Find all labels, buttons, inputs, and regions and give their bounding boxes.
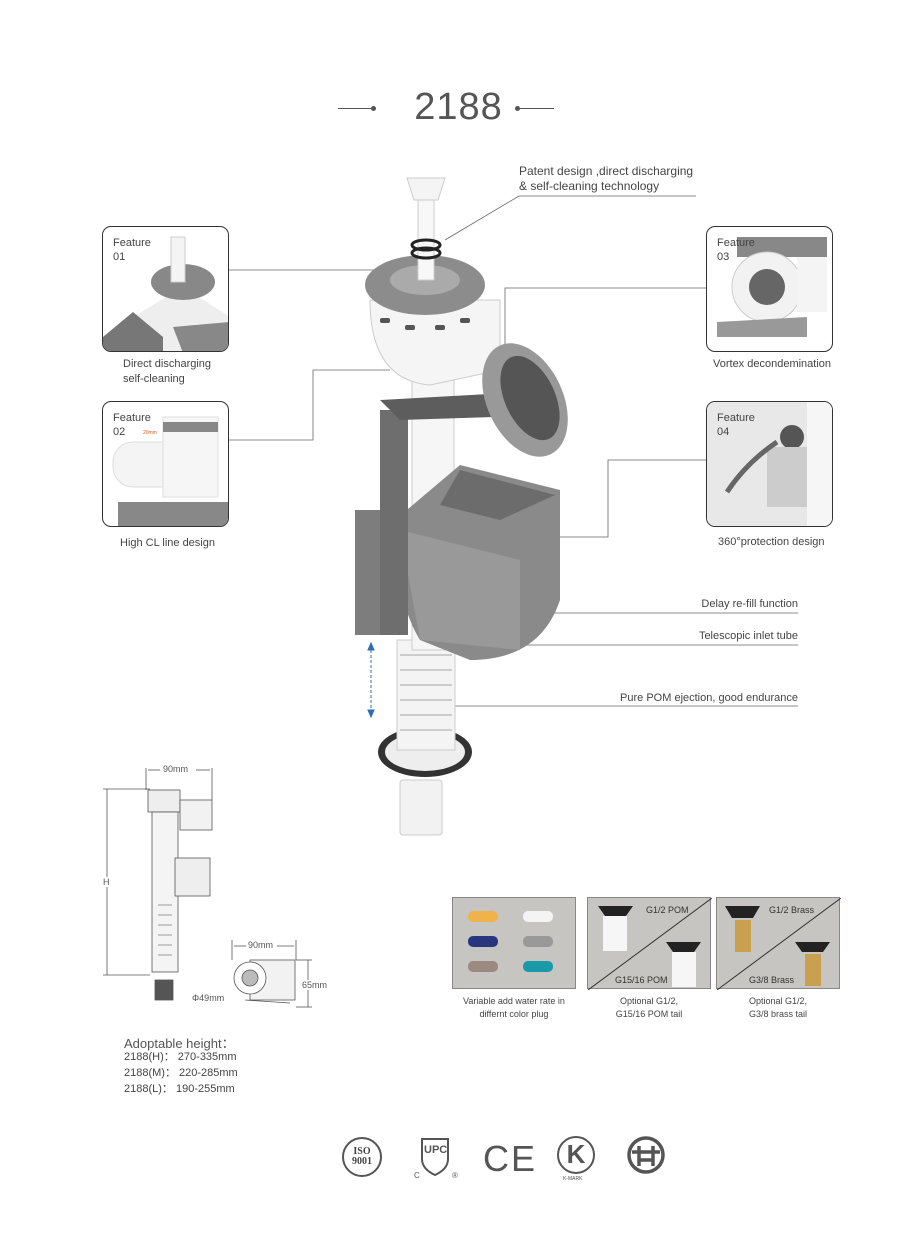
feature-01-image [103,236,228,351]
telescopic-arrow [367,641,375,719]
option-brass-tail: G1/2 Brass G3/8 Brass [716,897,841,990]
feature-02-caption: High CL line design [120,537,215,549]
color-plugs-image [468,911,553,972]
option-label-top: G1/2 POM [646,905,689,915]
title-decoration [338,108,374,109]
pom-tail-image [588,898,712,990]
callout-pom-ejection: Pure POM ejection, good endurance [620,692,798,704]
callout-line-2: & self-cleaning technology [519,179,660,193]
k-mark-logo: K K-MARK [557,1136,595,1182]
fill-valve [355,177,568,836]
dim-depth: 65mm [302,980,328,990]
title-decoration [518,108,554,109]
callout-delay-refill: Delay re-fill function [701,598,798,610]
option-label-bottom: G15/16 POM [615,975,668,985]
feature-label: Feature [113,237,151,249]
feature-04-caption: 360°protection design [718,536,825,548]
dim-diameter: Φ49mm [192,993,225,1003]
feature-number: 03 [717,251,730,263]
option-label-top: G1/2 Brass [769,905,815,915]
option-pom-tail: G1/2 POM G15/16 POM [587,897,712,990]
feature-04-card: Feature 04 [706,401,833,527]
page-title: 2188 [414,86,503,128]
feature-03-card: Feature 03 [706,226,833,352]
feature-03-caption: Vortex decondemination [713,358,832,370]
callout-line-1: Patent design ,direct discharging [519,164,694,178]
dimension-drawing [103,768,312,1008]
feature-label: Feature [113,412,151,424]
option-caption: Optional G1/2,G15/16 POM tail [615,996,683,1019]
feature-04-image [707,402,832,526]
brass-tail-image [717,898,841,990]
feature-02-image [112,416,228,526]
option-caption: Optional G1/2,G3/8 brass tail [748,996,808,1019]
inset-dimension: 20mm [143,430,157,436]
adoptable-row: 2188(L)： 190-255mm [124,1083,235,1095]
feature-number: 01 [113,251,126,263]
adoptable-row: 2188(H)： 270-335mm [124,1051,237,1063]
dim-width-plan: 90mm [248,940,274,950]
feature-label: Feature [717,412,755,424]
title-dot-left [371,106,376,111]
dim-height: H [103,877,110,887]
adoptable-row: 2188(M)： 220-285mm [124,1067,238,1079]
upc-logo: UPC C ® [414,1137,458,1180]
dim-width-top: 90mm [163,764,189,774]
option-label-bottom: G3/8 Brass [749,975,795,985]
feature-03-image [717,237,827,337]
ce-logo: CE [483,1138,538,1179]
title-dot-right [515,106,520,111]
ccc-style-logo [627,1136,665,1174]
feature-02-card: Feature 02 20mm [102,401,229,527]
feature-label: Feature [717,237,755,249]
option-color-plugs [452,897,576,989]
feature-number: 04 [717,426,730,438]
adoptable-title: Adoptable height： [124,1036,235,1051]
feature-01-card: Feature 01 [102,226,229,352]
callout-telescopic-tube: Telescopic inlet tube [698,630,798,642]
feature-number: 02 [113,426,126,438]
top-callout: Patent design ,direct discharging & self… [519,164,693,194]
